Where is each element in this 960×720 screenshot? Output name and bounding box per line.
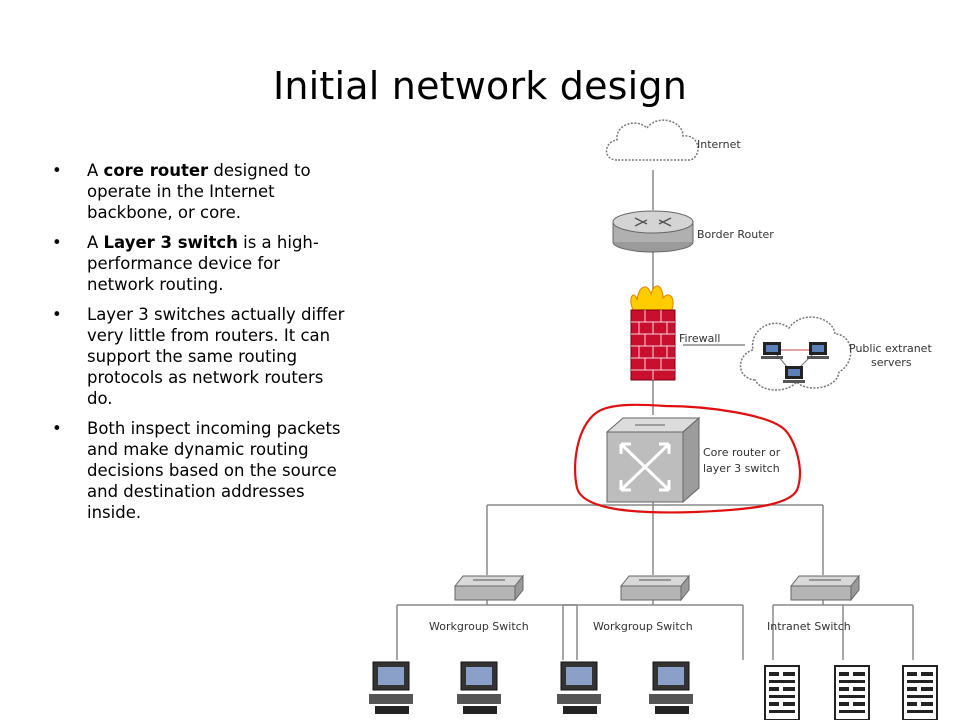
bullet-text-post: is a high-performance device for network… [87,233,319,294]
switch-icon [453,574,525,602]
bullet-item: • Both inspect incoming packets and make… [52,418,352,523]
core-router-label-line1: Core router or [703,446,781,459]
bullet-dot: • [52,233,62,252]
layer3-switch-icon [605,416,701,504]
server-icon [902,665,938,720]
intranet-switch-label: Intranet Switch [767,620,851,633]
bullet-dot: • [52,305,62,324]
core-router-label-line2: layer 3 switch [703,462,780,475]
network-diagram: Internet Border Router [365,110,940,720]
bullet-dot: • [52,419,62,438]
cloud-icon [605,119,699,161]
cloud-icon [739,316,852,391]
border-router-label: Border Router [697,228,774,241]
workstation-icon [369,661,413,714]
router-icon [612,210,694,253]
highlight-outline [573,403,801,514]
connection-lines [396,170,914,660]
workgroup-switch-1-label: Workgroup Switch [429,620,529,633]
workstation-icon [807,342,829,359]
workgroup-switch-2-label: Workgroup Switch [593,620,693,633]
bullet-bold-term: Layer 3 switch [103,233,238,252]
bullet-item: • A Layer 3 switch is a high-performance… [52,232,352,295]
switch-icon [789,574,861,602]
workstation-icon [783,366,805,383]
slide-title: Initial network design [272,64,688,108]
bullet-text-post: designed to operate in the Internet back… [87,161,311,222]
workstation-icon [761,342,783,359]
bullet-text-pre: Both inspect incoming packets and make d… [87,419,341,522]
bullet-item: • Layer 3 switches actually differ very … [52,304,352,409]
bullet-text-pre: Layer 3 switches actually differ very li… [87,305,345,408]
workstation-icon [649,661,693,714]
bullet-bold-term: core router [103,161,209,180]
bullet-dot: • [52,161,62,180]
bullet-item: • A core router designed to operate in t… [52,160,352,223]
bullet-text-pre: A [87,233,104,252]
firewall-icon [630,285,676,381]
bullet-list: • A core router designed to operate in t… [52,160,352,532]
server-icon [764,665,800,720]
extranet-label-line1: Public extranet [849,342,932,355]
internet-label: Internet [697,138,741,151]
bullet-text-pre: A [87,161,104,180]
workstation-icon [457,661,501,714]
firewall-label: Firewall [679,332,720,345]
workstation-icon [557,661,601,714]
extranet-label-line2: servers [871,356,912,369]
server-icon [834,665,870,720]
switch-icon [619,574,691,602]
